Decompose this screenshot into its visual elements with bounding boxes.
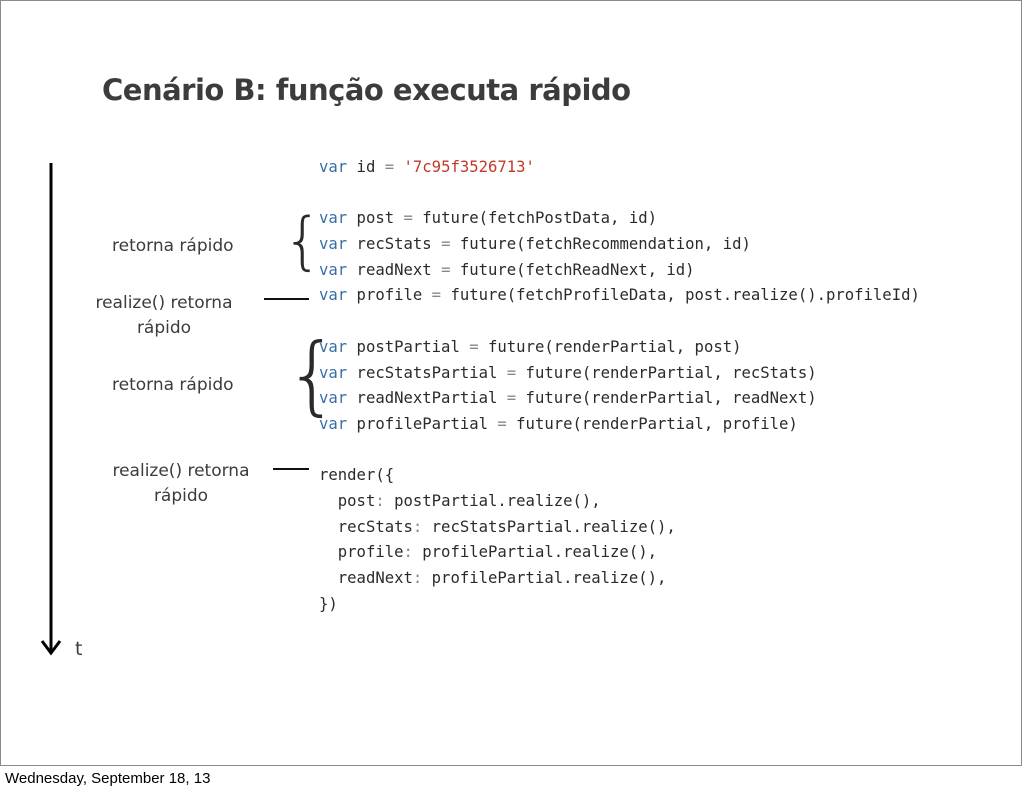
brace-group-1: { (283, 204, 323, 277)
code-property-key: profile (319, 543, 404, 562)
code-keyword: var (319, 389, 348, 408)
time-axis-label: t (75, 638, 83, 660)
code-line: var recStats = future(fetchRecommendatio… (319, 232, 920, 258)
code-identifier: postPartial (347, 337, 470, 356)
code-expression: render({ (319, 466, 395, 485)
code-identifier: profilePartial (347, 414, 498, 433)
code-line: var readNextPartial = future(renderParti… (319, 386, 920, 412)
code-blank-line (319, 309, 920, 335)
footer-date: Wednesday, September 18, 13 (5, 770, 211, 787)
code-expression: postPartial.realize(), (384, 491, 601, 510)
code-keyword: var (319, 158, 348, 176)
code-operator: = (384, 158, 395, 176)
code-identifier: readNextPartial (347, 389, 507, 408)
connector-line-1 (264, 298, 309, 300)
code-expression: future(renderPartial, profile) (506, 414, 798, 433)
code-keyword: var (319, 260, 348, 279)
code-line: var postPartial = future(renderPartial, … (319, 335, 920, 361)
code-expression: profilePartial.realize(), (412, 543, 657, 562)
code-line: var readNext = future(fetchReadNext, id) (319, 258, 920, 284)
code-operator: : (412, 517, 423, 536)
annotation-returns-fast-1: retorna rápido (112, 236, 234, 256)
code-identifier: recStats (347, 235, 442, 254)
code-operator: = (469, 337, 479, 356)
code-keyword: var (319, 337, 348, 356)
code-keyword: var (319, 209, 348, 228)
annotation-realize-returns-fast-2: realize() retorna rápido (105, 459, 257, 509)
code-operator: : (375, 491, 385, 510)
connector-line-2 (273, 468, 309, 470)
code-expression: future(renderPartial, recStats) (516, 363, 817, 382)
annotation-text: realize() retorna rápido (95, 293, 233, 338)
code-identifier: recStatsPartial (347, 363, 507, 382)
code-line: var profile = future(fetchProfileData, p… (319, 283, 920, 309)
timeline-arrow (40, 163, 62, 656)
code-identifier: post (347, 209, 404, 228)
code-property-key: recStats (319, 517, 413, 536)
code-keyword: var (319, 235, 348, 254)
code-operator: = (497, 414, 507, 433)
code-expression: future(fetchPostData, id) (412, 209, 658, 228)
code-line: profile: profilePartial.realize(), (319, 540, 920, 566)
code-operator: : (403, 543, 413, 562)
annotation-text: realize() retorna rápido (112, 461, 250, 506)
brace-group-2: { (285, 325, 340, 425)
code-keyword: var (319, 414, 348, 433)
code-operator: = (506, 363, 517, 382)
code-operator: = (441, 260, 451, 279)
code-identifier: readNext (347, 260, 442, 279)
code-line: readNext: profilePartial.realize(), (319, 566, 920, 592)
code-expression: profilePartial.realize(), (422, 569, 667, 587)
code-line: var post = future(fetchPostData, id) (319, 206, 920, 232)
code-operator: = (441, 235, 451, 254)
code-property-key: post (319, 491, 376, 510)
code-expression: future(fetchReadNext, id) (450, 260, 695, 279)
code-operator: = (431, 286, 442, 305)
code-line: var recStatsPartial = future(renderParti… (319, 361, 920, 387)
code-identifier: id (347, 158, 385, 176)
code-line: var profilePartial = future(renderPartia… (319, 412, 920, 438)
code-operator: : (412, 569, 423, 587)
code-expression: future(renderPartial, post) (478, 337, 742, 356)
code-property-key: readNext (319, 569, 413, 587)
code-blank-line (319, 181, 920, 207)
code-string: '7c95f3526713' (394, 158, 535, 176)
slide-title: Cenário B: função executa rápido (102, 73, 631, 107)
code-block: var id = '7c95f3526713' var post = futur… (319, 155, 920, 617)
code-keyword: var (319, 286, 348, 305)
code-line: }) (319, 592, 920, 618)
slide: Cenário B: função executa rápido t retor… (0, 0, 1022, 766)
code-line: var id = '7c95f3526713' (319, 155, 920, 181)
code-expression: future(renderPartial, readNext) (516, 389, 817, 408)
code-line: post: postPartial.realize(), (319, 489, 920, 515)
code-identifier: profile (347, 286, 432, 305)
code-expression: future(fetchRecommendation, id) (450, 235, 751, 254)
code-blank-line (319, 438, 920, 464)
code-expression: }) (319, 594, 338, 613)
code-operator: = (506, 389, 517, 408)
code-operator: = (403, 209, 413, 228)
annotation-realize-returns-fast-1: realize() retorna rápido (89, 291, 239, 341)
code-keyword: var (319, 363, 348, 382)
annotation-returns-fast-2: retorna rápido (112, 375, 234, 395)
code-expression: future(fetchProfileData, post.realize().… (441, 286, 920, 305)
code-line: recStats: recStatsPartial.realize(), (319, 515, 920, 541)
code-expression: recStatsPartial.realize(), (422, 517, 676, 536)
code-line: render({ (319, 463, 920, 489)
